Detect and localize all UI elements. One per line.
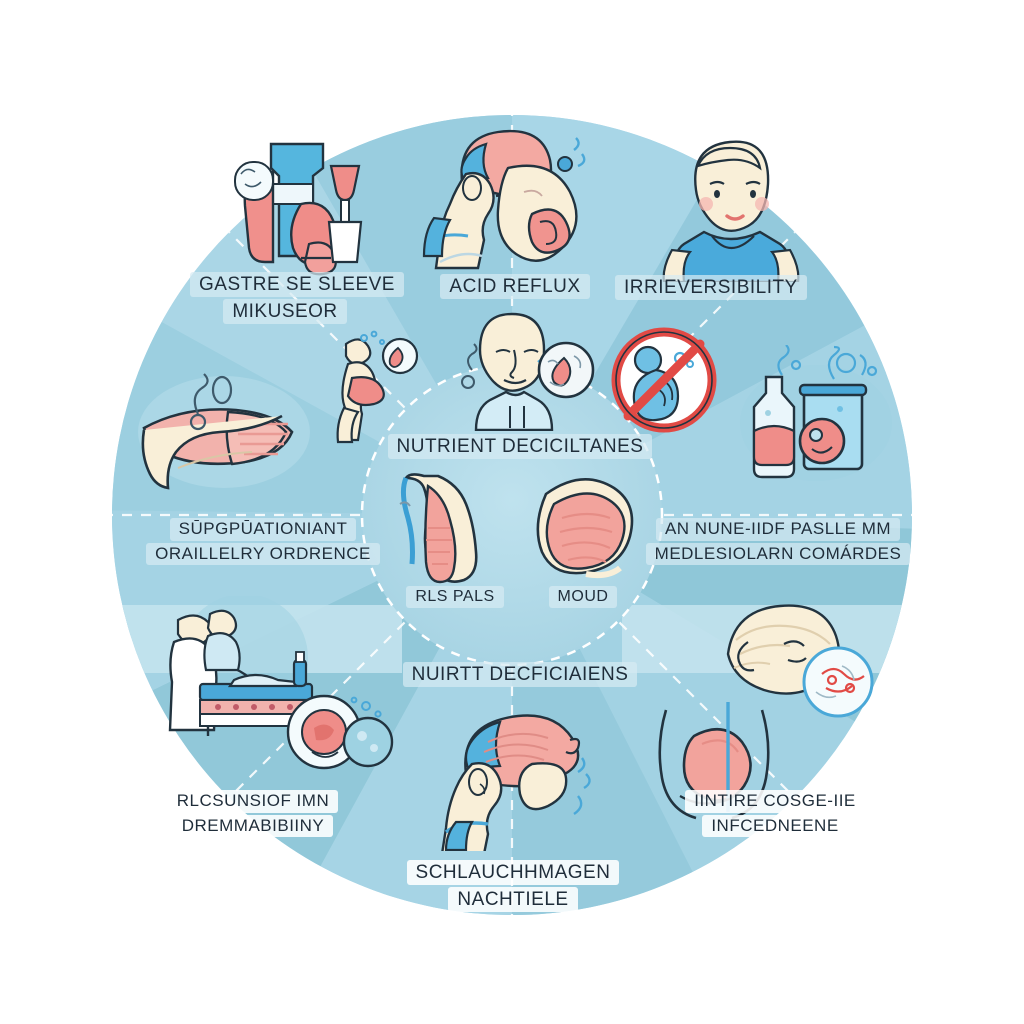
label-line: SŪPGPŪATIONIANT [169,518,357,541]
label-line: MIKUSEOR [223,299,347,325]
prohibition-baby-icon [604,324,724,436]
segment-label-intire-cosge[interactable]: IINTIRE COSGE-IIE INFCEDNEENE [660,790,890,839]
segment-label-gastre-se-sleeve[interactable]: GASTRE SE SLEEVE MIKUSEOR [190,272,404,326]
standing-person-icon [648,132,813,282]
label-line: NACHTIELE [448,887,578,913]
label-line: MOUD [548,586,618,608]
label-line: DREMMABIBIINY [172,814,334,838]
label-line: AN NUNE-IIDF PASLLE MM [655,518,901,541]
label-line: RLCSUNSIOF IMN [167,790,339,813]
head-profile-icon [718,596,883,726]
segment-label-rlcsunsiof-imn[interactable]: RLCSUNSIOF IMN DREMMABIBIINY [138,790,368,839]
walking-person-icon [318,330,428,445]
label-line: IRRIEVERSIBILITY [615,275,807,301]
center-bottom-label[interactable]: NUIRTT DECFICIAIENS [380,662,660,689]
center-stomach-pair-icon [388,468,638,588]
center-item-label-rls-pals[interactable]: RLS PALS [400,586,510,610]
bottle-flask-icon [736,345,896,485]
stomach-cross-section-icon [136,372,311,492]
label-line: NUTRIENT DECICILTANES [387,434,653,460]
label-line: ACID REFLUX [440,274,590,300]
center-top-label[interactable]: NUTRIENT DECICILTANES [380,434,660,461]
acid-reflux-person-icon [408,122,598,282]
label-line: INFCEDNEENE [702,814,848,838]
center-item-label-moud[interactable]: MOUD [528,586,638,610]
segment-label-supgpuationiant[interactable]: SŪPGPŪATIONIANT ORAILLELRY ORDRENCE [118,518,408,567]
label-line: MEDLESIOLARN COMÁRDES [645,542,911,566]
sweating-head-icon [432,706,607,851]
segment-label-irreversibility[interactable]: IRRIEVERSIBILITY [615,275,807,302]
label-line: RLS PALS [406,586,504,608]
label-line: GASTRE SE SLEEVE [190,272,404,298]
stomach-bottle-icon [205,132,380,282]
label-line: IINTIRE COSGE-IIE [685,790,865,813]
segment-label-an-nune-paslle[interactable]: AN NUNE-IIDF PASLLE MM MEDLESIOLARN COMÁ… [628,518,928,567]
label-line: NUIRTT DECFICIAIENS [402,662,638,688]
surgery-table-icon [156,596,356,736]
segment-label-acid-reflux[interactable]: ACID REFLUX [430,274,600,301]
bald-person-cells-icon [446,306,596,431]
segment-label-schlauchmagen-nachtiele[interactable]: SCHLAUCHHMAGEN NACHTIELE [388,860,638,914]
cell-bubbles-icon [284,690,394,790]
label-line: ORAILLELRY ORDRENCE [146,542,380,566]
label-line: SCHLAUCHHMAGEN [406,860,620,886]
